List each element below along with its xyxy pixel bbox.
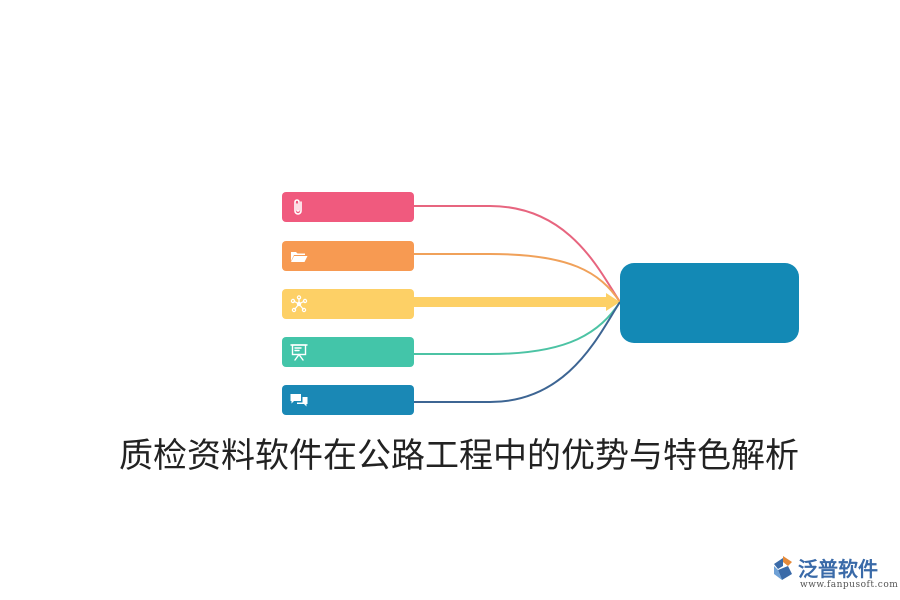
logo-url: www.fanpusoft.com	[800, 580, 899, 590]
node-presentation	[282, 337, 414, 367]
node-discussion	[282, 385, 414, 415]
connector-curve	[414, 253, 621, 303]
connector-arrowhead	[606, 293, 620, 311]
node-attachments	[282, 192, 414, 222]
fanpu-logo-icon	[774, 556, 792, 580]
connector-curve	[414, 301, 621, 355]
brand-logo: 泛普软件 www.fanpusoft.com	[770, 550, 899, 594]
presentation-icon	[290, 344, 308, 361]
node-documents	[282, 241, 414, 271]
paperclip-icon	[294, 199, 302, 215]
connector-curve	[414, 301, 621, 403]
folder-icon	[291, 252, 308, 262]
connector-curve	[414, 205, 621, 303]
chat-icon	[290, 394, 308, 407]
logo-name: 泛普软件	[798, 557, 878, 581]
network-icon	[290, 295, 308, 313]
diagram-title: 质检资料软件在公路工程中的优势与特色解析	[119, 436, 799, 476]
node-network	[282, 289, 414, 319]
central-topic-node	[620, 263, 799, 343]
connectors	[414, 205, 621, 403]
